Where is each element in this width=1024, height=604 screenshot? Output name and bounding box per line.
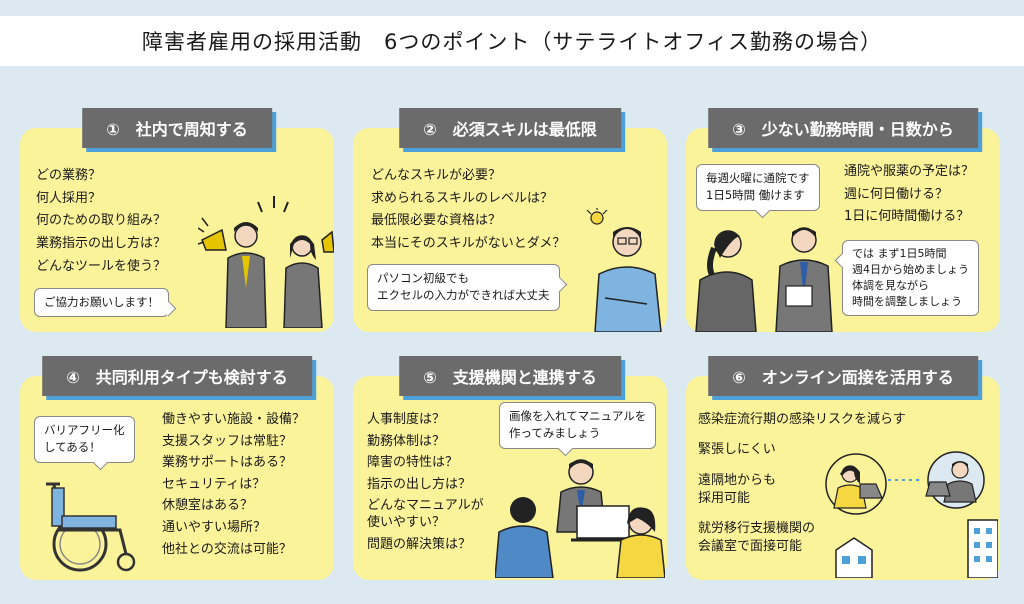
- card-3-questions: 通院や服薬の予定は？ 週に何日働ける？ 1日に何時間働ける？: [844, 164, 974, 232]
- card-2-header: ② 必須スキルは最低限: [399, 108, 621, 148]
- list-item: 業務指示の出し方は？: [36, 235, 167, 251]
- card-2-questions: どんなスキルが必要？ 求められるスキルのレベルは？ 最低限必要な資格は？ 本当に…: [371, 168, 565, 259]
- page-title: 障害者雇用の採用活動 6つのポイント（サテライトオフィス勤務の場合）: [0, 16, 1024, 66]
- list-item: 何のための取り組み？: [36, 213, 167, 229]
- speech-bubble: 画像を入れてマニュアルを 作ってみましょう: [499, 402, 657, 449]
- list-item: どんなスキルが必要？: [371, 168, 502, 183]
- card-3: ③ 少ない勤務時間・日数から 毎週火曜に通院です 1日5時間 働けます 通院や服…: [686, 108, 1000, 332]
- meeting-with-laptop-illustration: [495, 459, 665, 578]
- list-item: 人事制度は？: [367, 412, 446, 427]
- card-2: ② 必須スキルは最低限 どんなスキルが必要？ 求められるスキルのレベルは？ 最低…: [353, 108, 667, 332]
- list-item: 週に何日働ける？: [844, 186, 949, 202]
- list-item: 通いやすい場所？: [162, 519, 267, 535]
- card-6-header: ⑥ オンライン面接を活用する: [708, 356, 978, 396]
- card-5: ⑤ 支援機関と連携する 人事制度は？ 勤務体制は？ 障害の特性は？ 指示の出し方…: [353, 356, 667, 580]
- list-item: 使いやすい？: [367, 514, 446, 530]
- card-1-questions: どの業務？ 何人採用？ 何のための取り組み？ 業務指示の出し方は？ どんなツール…: [36, 168, 166, 281]
- list-item: 最低限必要な資格は？: [371, 213, 502, 229]
- list-item: 障害の特性は？: [367, 455, 459, 471]
- interview-people-illustration: [695, 227, 833, 332]
- list-item: 休憩室はある？: [162, 498, 254, 514]
- online-interview-illustration: [825, 451, 998, 578]
- list-item: どんなツールを使う？: [36, 258, 167, 274]
- card-4-questions: 働きやすい施設・設備？ 支援スタッフは常駐？ 業務サポートはある？ セキュリティ…: [162, 412, 305, 563]
- list-item: 通院や服薬の予定は？: [844, 164, 975, 179]
- card-6-points: 感染症流行期の感染リスクを減らす 緊張しにくい 遠隔地からも 採用可能 就労移行…: [698, 412, 906, 562]
- list-item: 求められるスキルのレベルは？: [371, 190, 554, 206]
- speech-bubble: バリアフリー化 してある！: [34, 416, 135, 463]
- card-4-header: ④ 共同利用タイプも検討する: [42, 356, 312, 396]
- card-1: ① 社内で周知する どの業務？ 何人採用？ 何のための取り組み？ 業務指示の出し…: [20, 108, 334, 332]
- list-item: 採用可能: [698, 490, 751, 506]
- speech-bubble: パソコン初級でも エクセルの入力ができれば大丈夫: [367, 264, 560, 311]
- card-4: ④ 共同利用タイプも検討する バリアフリー化 してある！ 働きやすい施設・設備？…: [20, 356, 334, 580]
- card-5-header: ⑤ 支援機関と連携する: [399, 356, 621, 396]
- speech-bubble: では まず1日5時間 週4日から始めましょう 体調を見ながら 時間を調整しましょ…: [842, 240, 979, 316]
- card-3-header: ③ 少ない勤務時間・日数から: [708, 108, 978, 148]
- list-item: 支援スタッフは常駐？: [162, 433, 293, 449]
- list-item: 1日に何時間働ける？: [844, 209, 970, 225]
- list-item: 指示の出し方は？: [367, 476, 472, 492]
- card-5-questions: 人事制度は？ 勤務体制は？ 障害の特性は？ 指示の出し方は？ どんなマニュアルが…: [367, 412, 484, 558]
- list-item: どの業務？: [36, 168, 102, 183]
- thinking-man-illustration: [586, 208, 662, 332]
- wheelchair-illustration: [46, 482, 136, 572]
- list-item: どんなマニュアルが: [367, 498, 484, 514]
- list-item: 本当にそのスキルがないとダメ？: [371, 235, 566, 251]
- list-item: 問題の解決策は？: [367, 536, 472, 552]
- speech-bubble: 毎週火曜に通院です 1日5時間 働けます: [696, 164, 820, 211]
- list-item: 他社との交流は可能？: [162, 541, 292, 557]
- card-1-header: ① 社内で周知する: [82, 108, 272, 148]
- list-item: 会議室で面接可能: [698, 539, 803, 555]
- list-item: 勤務体制は？: [367, 433, 446, 449]
- list-item: セキュリティは？: [162, 476, 266, 492]
- card-6: ⑥ オンライン面接を活用する 感染症流行期の感染リスクを減らす 緊張しにくい 遠…: [686, 356, 1000, 580]
- list-item: 何人採用？: [36, 190, 102, 206]
- list-item: 緊張しにくい: [698, 442, 776, 458]
- list-item: 働きやすい施設・設備？: [162, 412, 306, 427]
- list-item: 遠隔地からも: [698, 472, 777, 488]
- list-item: 就労移行支援機関の: [698, 521, 816, 536]
- list-item: 感染症流行期の感染リスクを減らす: [698, 412, 906, 427]
- megaphone-people-illustration: [198, 196, 334, 328]
- list-item: 業務サポートはある？: [162, 455, 293, 471]
- speech-bubble: ご協力お願いします！: [34, 288, 169, 318]
